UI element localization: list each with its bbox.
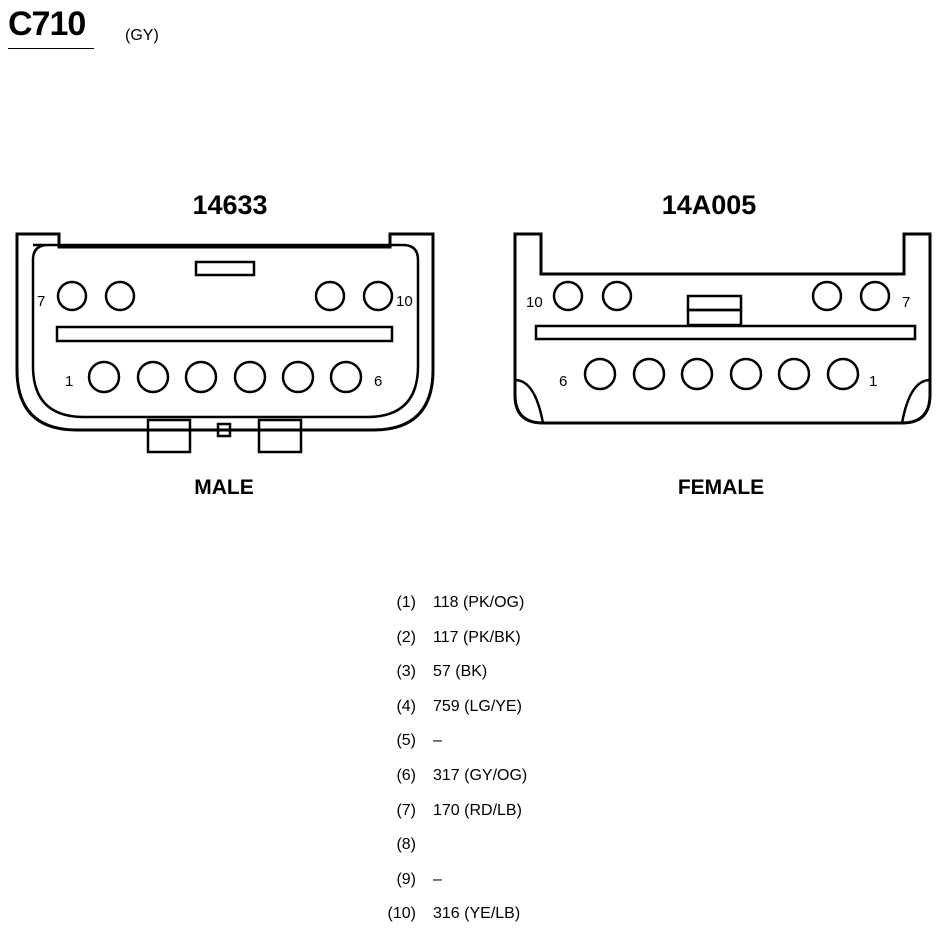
male-pin-1 xyxy=(87,360,121,394)
female-pin-6 xyxy=(583,357,617,391)
male-latch xyxy=(194,260,256,277)
male-pin-10 xyxy=(362,280,394,312)
female-divider-bar xyxy=(534,324,917,341)
male-label: MALE xyxy=(194,476,254,499)
pinout-circuit: 316 (YE/LB) xyxy=(433,905,521,922)
female-pin-7 xyxy=(859,280,891,312)
pinout-circuit: 117 (PK/BK) xyxy=(433,629,521,646)
female-label: FEMALE xyxy=(677,476,765,499)
female-pin-label-top-left: 10 xyxy=(526,294,543,311)
male-part-number: 14633 xyxy=(192,190,268,220)
pinout-circuit: – xyxy=(433,732,442,749)
pinout-circuit: 118 (PK/OG) xyxy=(433,594,525,611)
female-pin-1 xyxy=(826,357,860,391)
pinout-circuit: 759 (LG/YE) xyxy=(433,698,522,715)
female-pin-9 xyxy=(601,280,633,312)
male-pin-label-top-right: 10 xyxy=(396,293,413,310)
male-pin-4 xyxy=(233,360,267,394)
pinout-pin-number: (9) xyxy=(396,871,416,888)
connector-id: C710 xyxy=(8,5,86,43)
male-connector-outline xyxy=(15,232,435,432)
pinout-pin-number: (5) xyxy=(396,732,416,749)
pinout-pin-number: (3) xyxy=(396,663,416,680)
male-pin-9 xyxy=(314,280,346,312)
male-pin-cavities xyxy=(56,280,394,394)
male-divider-bar xyxy=(55,325,394,343)
male-pin-6 xyxy=(329,360,363,394)
female-pin-4 xyxy=(680,357,714,391)
male-pin-2 xyxy=(136,360,170,394)
female-pin-label-top-right: 7 xyxy=(902,294,910,311)
pinout-pin-number: (10) xyxy=(387,905,416,922)
pinout-circuit: 170 (RD/LB) xyxy=(433,802,522,819)
female-pin-3 xyxy=(729,357,763,391)
male-pin-3 xyxy=(184,360,218,394)
female-pin-2 xyxy=(777,357,811,391)
female-latch xyxy=(686,294,743,327)
female-part-number: 14A005 xyxy=(661,190,757,220)
pinout-pin-number: (1) xyxy=(396,594,416,611)
pinout-pin-number: (4) xyxy=(396,698,416,715)
pinout-circuit: 317 (GY/OG) xyxy=(433,767,528,784)
female-pin-5 xyxy=(632,357,666,391)
female-pin-cavities xyxy=(552,280,891,391)
pinout-circuit: 57 (BK) xyxy=(433,663,488,680)
male-bottom-tabs xyxy=(146,418,303,454)
male-pin-7 xyxy=(56,280,88,312)
male-pin-5 xyxy=(281,360,315,394)
male-pin-label-bottom-left: 1 xyxy=(65,373,73,390)
male-pin-label-bottom-right: 6 xyxy=(374,373,382,390)
male-pin-label-top-left: 7 xyxy=(37,293,45,310)
pinout-circuit: – xyxy=(433,871,442,888)
female-pin-label-bottom-left: 6 xyxy=(559,373,567,390)
female-pin-label-bottom-right: 1 xyxy=(869,373,877,390)
title-underline xyxy=(8,48,94,49)
male-pin-8 xyxy=(104,280,136,312)
connector-color-code: (GY) xyxy=(125,27,159,44)
pinout-pin-number: (7) xyxy=(396,802,416,819)
pinout-pin-number: (2) xyxy=(396,629,416,646)
female-pin-8 xyxy=(811,280,843,312)
pinout-pin-number: (6) xyxy=(396,767,416,784)
female-pin-10 xyxy=(552,280,584,312)
female-connector-outline xyxy=(513,232,932,425)
pinout-pin-number: (8) xyxy=(396,836,416,853)
